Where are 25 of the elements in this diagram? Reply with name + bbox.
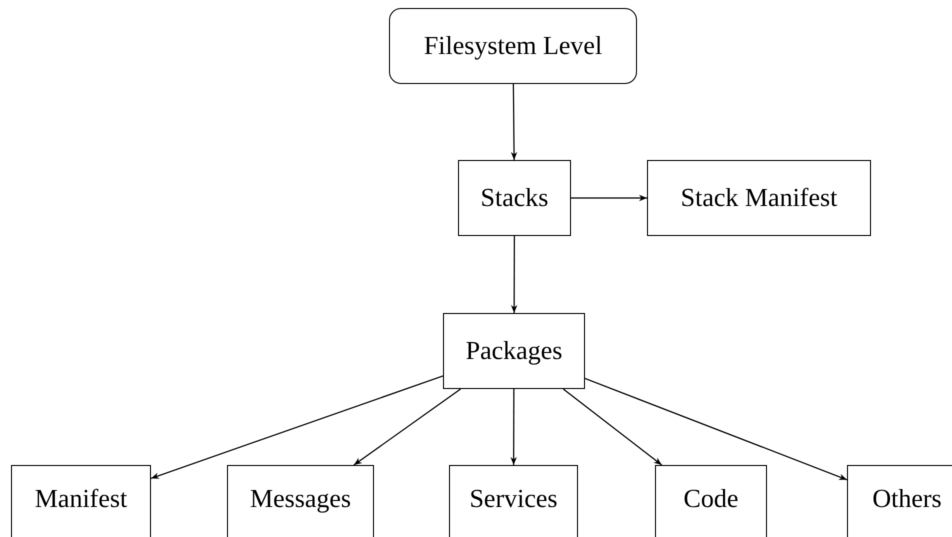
process-box <box>443 313 585 389</box>
arrow <box>510 236 518 313</box>
node-label: Code <box>684 484 738 514</box>
process-box <box>647 160 871 236</box>
arrow <box>571 194 647 202</box>
arrow <box>150 375 444 479</box>
node-label: Manifest <box>34 484 128 514</box>
node-label: Stacks <box>480 183 548 213</box>
process-box <box>227 465 374 537</box>
arrow <box>584 378 848 480</box>
arrow <box>510 84 518 160</box>
process-box <box>458 160 571 236</box>
node-label: Packages <box>466 336 562 366</box>
process-box <box>449 465 578 537</box>
process-box <box>655 465 767 537</box>
node-label: Others <box>872 484 942 514</box>
arrow <box>354 388 461 466</box>
node-label: Stack Manifest <box>680 183 838 213</box>
node-label: Services <box>469 484 558 514</box>
process-box <box>11 465 151 537</box>
node-label: Messages <box>250 484 352 514</box>
arrow <box>562 388 662 466</box>
node-label: Filesystem Level <box>424 31 602 61</box>
rounded-box <box>389 8 637 84</box>
arrow <box>510 389 517 465</box>
